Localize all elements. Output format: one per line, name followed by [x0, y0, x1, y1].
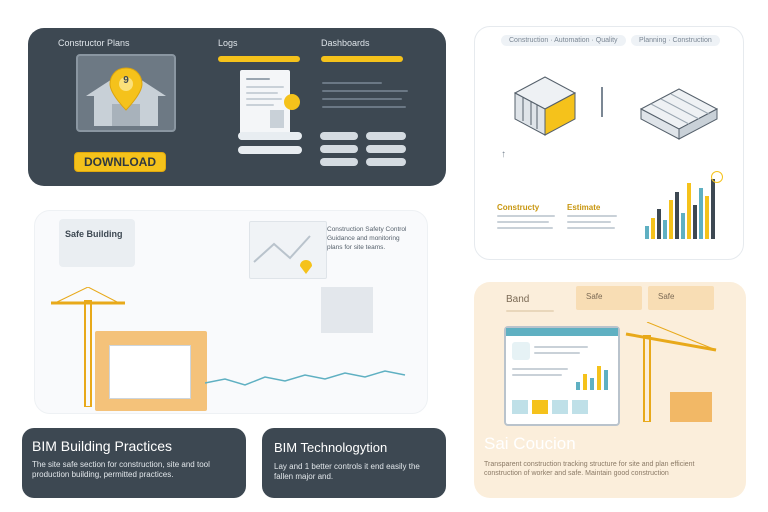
bar-mark	[597, 366, 601, 390]
dashboard-row-2[interactable]	[320, 145, 358, 153]
middle-blurb: Construction Safety Control Guidance and…	[327, 226, 407, 252]
panel-title-sai: Sai Coucion	[484, 434, 576, 453]
safe-building-panel: Safe Building Construction Safety Contro…	[34, 210, 428, 414]
panel-title: Constructor Plans	[58, 38, 130, 48]
bar-mark	[693, 205, 697, 239]
bim-practices-title: BIM Building Practices	[32, 438, 173, 454]
logs-dropdown[interactable]	[238, 132, 302, 140]
safety-construction-panel: Band Safe Safe Sai Coucion Transparent c…	[474, 282, 746, 498]
bar-chart-monitor	[576, 366, 612, 390]
bim-technology-title: BIM Technologytion	[274, 440, 388, 455]
column-title-logs: Logs	[218, 38, 238, 48]
tab-safe-2-label: Safe	[658, 292, 675, 301]
monitor-screen	[504, 326, 620, 426]
document-overlay	[109, 345, 191, 399]
isometric-building-icon	[513, 76, 577, 136]
tab-safe-1[interactable]: Safe	[576, 286, 642, 310]
tab-safe-2[interactable]: Safe	[648, 286, 714, 310]
bar-mark	[699, 188, 703, 239]
tab-safe-1-label: Safe	[586, 292, 603, 301]
section-title: Safe Building	[65, 229, 123, 239]
dashboard-row-1b[interactable]	[366, 132, 406, 140]
bar-mark	[681, 213, 685, 239]
bulb-icon	[711, 171, 723, 183]
bar-mark	[590, 378, 594, 390]
crane-icon	[51, 287, 125, 407]
bar-mark	[576, 382, 580, 390]
logs-header-bar	[218, 56, 300, 62]
panel-body-sai: Transparent construction tracking struct…	[484, 461, 695, 478]
chip-right: Planning · Construction	[631, 35, 720, 46]
thumb-3	[552, 400, 568, 414]
document-card	[240, 70, 290, 140]
chip-left: Construction · Automation · Quality	[501, 35, 626, 46]
bim-technology-body: Lay and 1 better controls it end easily …	[274, 462, 420, 482]
download-button[interactable]: DOWNLOAD	[74, 152, 166, 172]
thumb-4	[572, 400, 588, 414]
arrow-up-icon: ↑	[501, 149, 506, 160]
thumb-2	[532, 400, 548, 414]
bar-chart-top-right	[645, 179, 725, 239]
construction-isometric-panel: Construction · Automation · Quality Plan…	[474, 26, 744, 260]
bim-practices-card[interactable]: BIM Building Practices The site safe sec…	[22, 428, 246, 498]
building-block	[321, 287, 373, 333]
bar-mark	[663, 220, 667, 239]
bar-mark	[645, 226, 649, 239]
flag-icon	[601, 87, 603, 117]
monitor-avatar-icon	[512, 342, 530, 360]
constructor-plans-panel: Constructor Plans Logs Dashboards 9 DOWN…	[28, 28, 446, 186]
label-a: Constructy	[497, 203, 540, 212]
bar-mark	[711, 179, 715, 239]
pin-badge: 9	[123, 75, 129, 86]
label-b: Estimate	[567, 203, 601, 212]
house-pin-icon	[86, 67, 166, 126]
top-label: Band	[506, 294, 530, 305]
dashboard-row-3b[interactable]	[366, 158, 406, 166]
section-title-box: Safe Building	[59, 219, 135, 267]
bar-mark	[583, 374, 587, 390]
isometric-grid-icon	[639, 88, 719, 140]
bar-mark	[657, 209, 661, 239]
dashboards-header-bar	[321, 56, 403, 62]
bar-mark	[604, 370, 608, 390]
bar-mark	[687, 183, 691, 239]
column-title-dashboards: Dashboards	[321, 38, 370, 48]
bar-mark	[675, 192, 679, 239]
crane-icon-right	[625, 322, 717, 422]
house-illustration: 9	[76, 54, 176, 132]
bar-mark	[651, 218, 655, 239]
line-chart-middle	[205, 370, 406, 386]
map-card	[249, 221, 327, 279]
dashboard-row-3[interactable]	[320, 158, 358, 166]
map-icon	[253, 235, 312, 274]
bar-mark	[705, 196, 709, 239]
logs-field[interactable]	[238, 146, 302, 154]
thumb-1	[512, 400, 528, 414]
dashboard-row-2b[interactable]	[366, 145, 406, 153]
bar-mark	[669, 200, 673, 239]
dashboard-row-1[interactable]	[320, 132, 358, 140]
bim-practices-body: The site safe section for construction, …	[32, 460, 210, 480]
bim-technology-card[interactable]: BIM Technologytion Lay and 1 better cont…	[262, 428, 446, 498]
yellow-coin-icon	[284, 94, 300, 110]
